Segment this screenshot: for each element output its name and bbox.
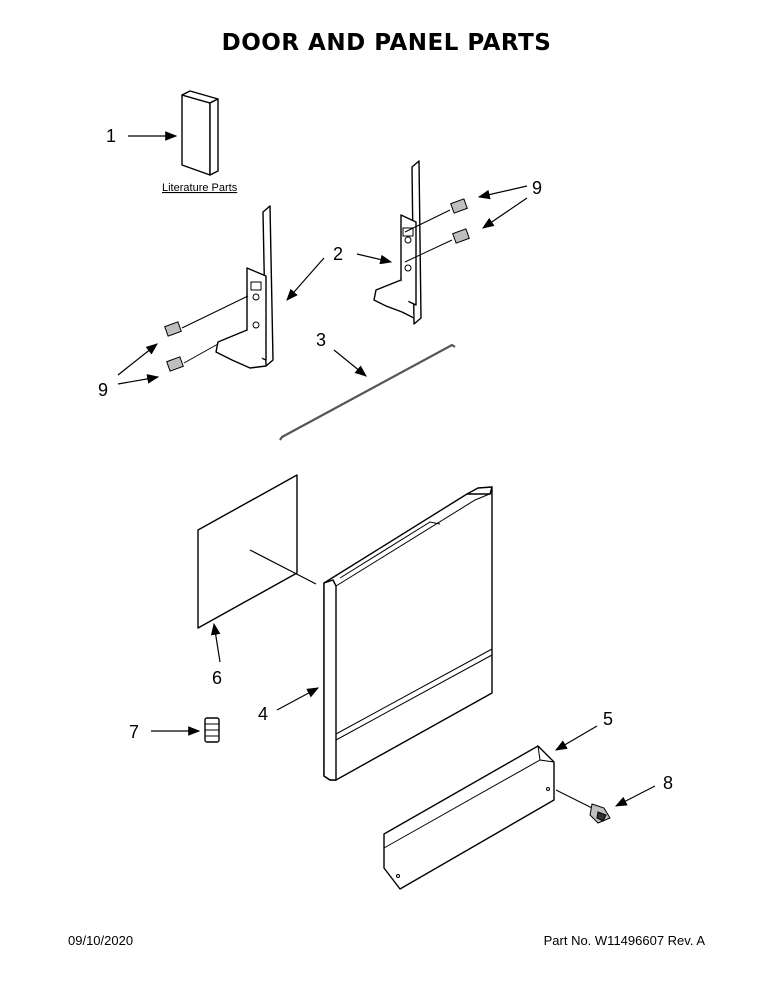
leader-4	[276, 687, 320, 711]
screw-left-lower[interactable]	[166, 343, 219, 372]
leader-9b-2	[482, 197, 528, 229]
callout-6: 6	[212, 668, 222, 688]
page-title: DOOR AND PANEL PARTS	[221, 30, 552, 56]
screw-right-upper[interactable]	[404, 198, 468, 233]
clip[interactable]	[204, 717, 220, 743]
leader-2a	[286, 257, 325, 301]
footer-part-number: Part No. W11496607 Rev. A	[543, 933, 705, 948]
leader-8	[614, 785, 656, 807]
outer-door-panel[interactable]	[323, 486, 493, 781]
toe-panel[interactable]	[383, 745, 555, 890]
callout-2: 2	[333, 244, 343, 264]
callout-9-right: 9	[532, 178, 542, 198]
callout-3: 3	[316, 330, 326, 350]
callout-4: 4	[258, 704, 268, 724]
leader-5	[554, 725, 598, 751]
callout-5: 5	[603, 709, 613, 729]
hinge-bracket-left[interactable]	[215, 205, 274, 369]
leader-9a-1	[117, 343, 158, 376]
hinge-bracket-right[interactable]	[373, 160, 422, 325]
literature-booklet[interactable]	[181, 90, 219, 176]
toe-panel-screw[interactable]	[555, 789, 611, 824]
literature-parts-label: Literature Parts	[162, 182, 238, 194]
panel-sheet[interactable]	[197, 474, 298, 629]
leader-9b-1	[477, 185, 528, 200]
callout-9-left: 9	[98, 380, 108, 400]
callout-8: 8	[663, 773, 673, 793]
footer-date: 09/10/2020	[68, 933, 134, 948]
leader-9a-2	[117, 374, 160, 385]
callout-1: 1	[106, 126, 116, 146]
leader-6-line	[249, 549, 317, 585]
screw-left-upper[interactable]	[164, 295, 249, 337]
leader-3	[333, 349, 367, 377]
screw-right-lower[interactable]	[404, 228, 470, 263]
leader-2b	[356, 253, 393, 265]
leader-6	[210, 622, 221, 663]
callout-7: 7	[129, 722, 139, 742]
rod[interactable]	[279, 343, 456, 441]
